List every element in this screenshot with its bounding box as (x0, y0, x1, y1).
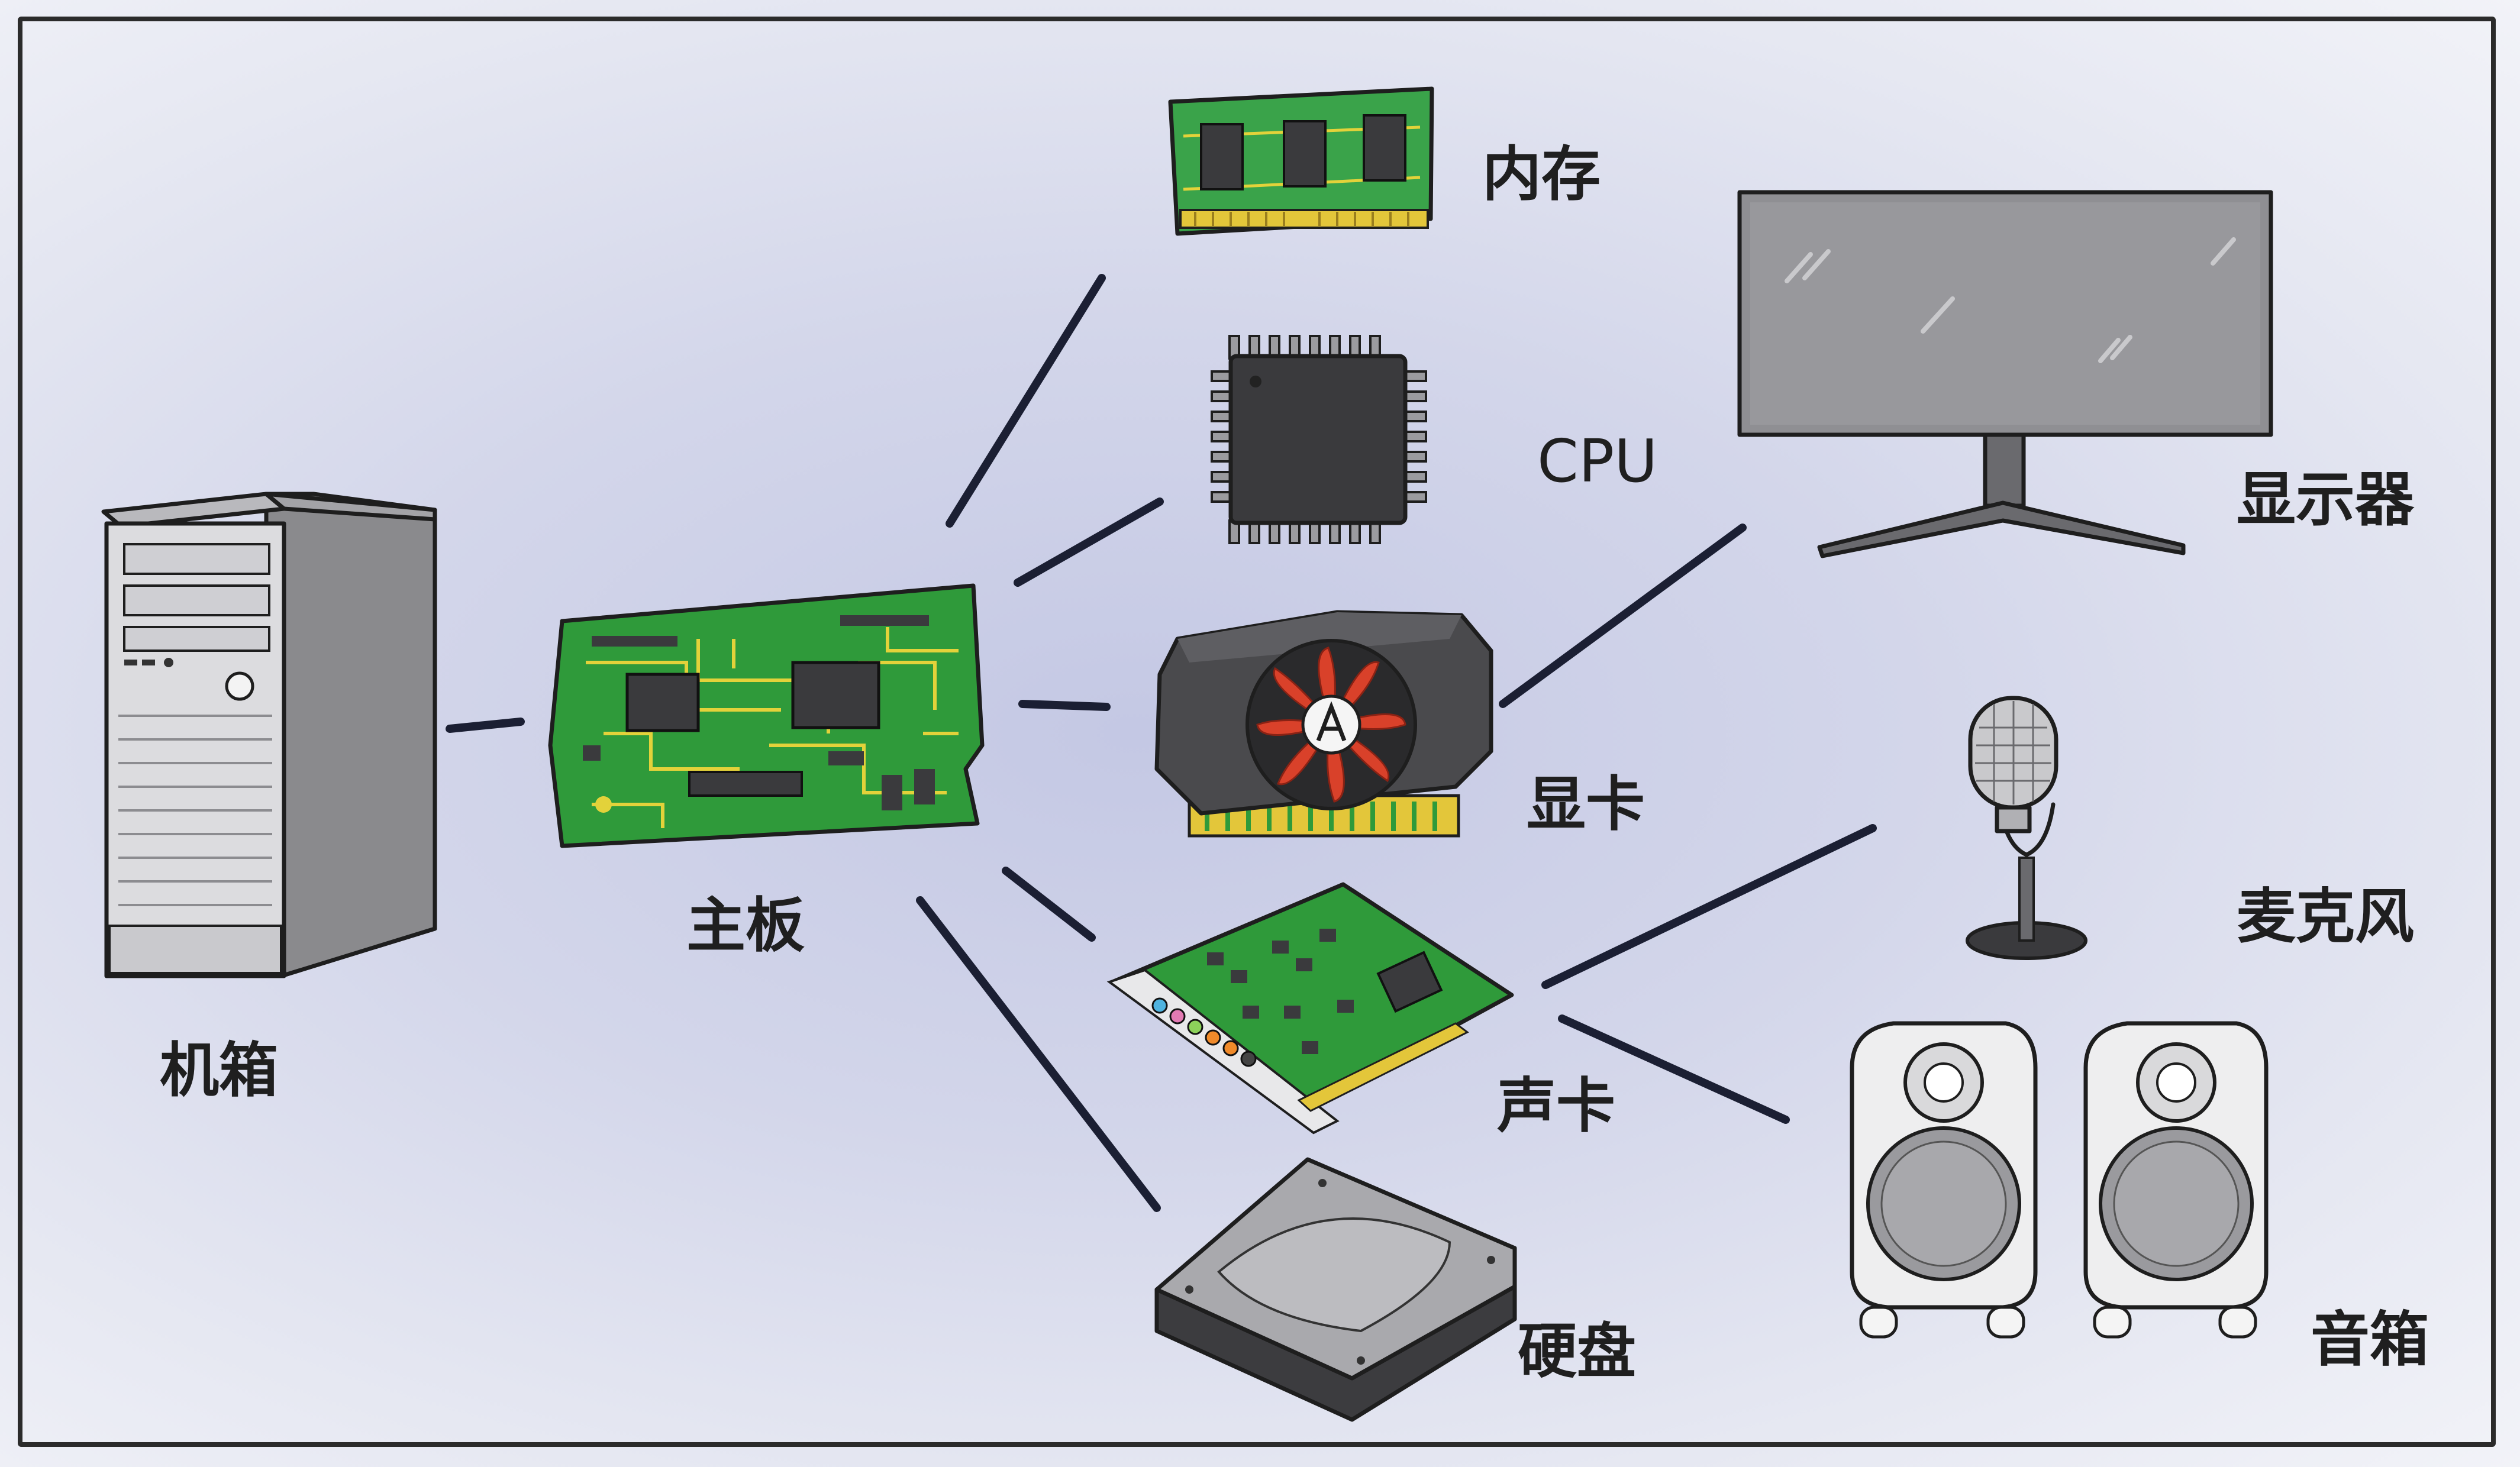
speaker-right-icon (2083, 1021, 2269, 1339)
connector-soundcard-speakers (1558, 1014, 1790, 1124)
memory-icon (1168, 86, 1434, 236)
motherboard-label: 主板 (686, 891, 805, 960)
graphics-card-label: 显卡 (1527, 770, 1645, 839)
speakers-icon (1850, 1021, 2269, 1339)
connector-case-motherboard (446, 718, 525, 733)
cpu-icon (1211, 335, 1427, 544)
sound-card-label: 声卡 (1497, 1071, 1615, 1140)
cpu-label: CPU (1537, 426, 1658, 496)
microphone-label: 麦克风 (2237, 882, 2414, 951)
connector-graphics-monitor (1499, 524, 1747, 708)
connector-motherboard-cpu (1014, 497, 1164, 587)
motherboard-icon (548, 583, 985, 848)
connector-motherboard-memory (946, 274, 1106, 528)
connector-motherboard-soundcard (1002, 867, 1096, 942)
sound-card-icon (1106, 882, 1514, 1135)
connector-motherboard-harddisk (916, 896, 1161, 1212)
connector-soundcard-microphone (1541, 824, 1877, 989)
graphics-card-icon (1154, 610, 1493, 838)
computer-case-icon (101, 492, 437, 978)
microphone-icon (1966, 696, 2087, 960)
frame-border (18, 17, 2496, 1447)
monitor-label: 显示器 (2237, 465, 2414, 534)
hard-disk-label: 硬盘 (1518, 1317, 1636, 1386)
speakers-label: 音箱 (2311, 1305, 2429, 1374)
case-label: 机箱 (160, 1036, 278, 1105)
monitor-icon (1737, 190, 2273, 558)
speaker-left-icon (1850, 1021, 2038, 1339)
memory-label: 内存 (1482, 140, 1601, 209)
hard-disk-icon (1154, 1157, 1517, 1422)
connector-motherboard-graphics (1018, 700, 1111, 711)
